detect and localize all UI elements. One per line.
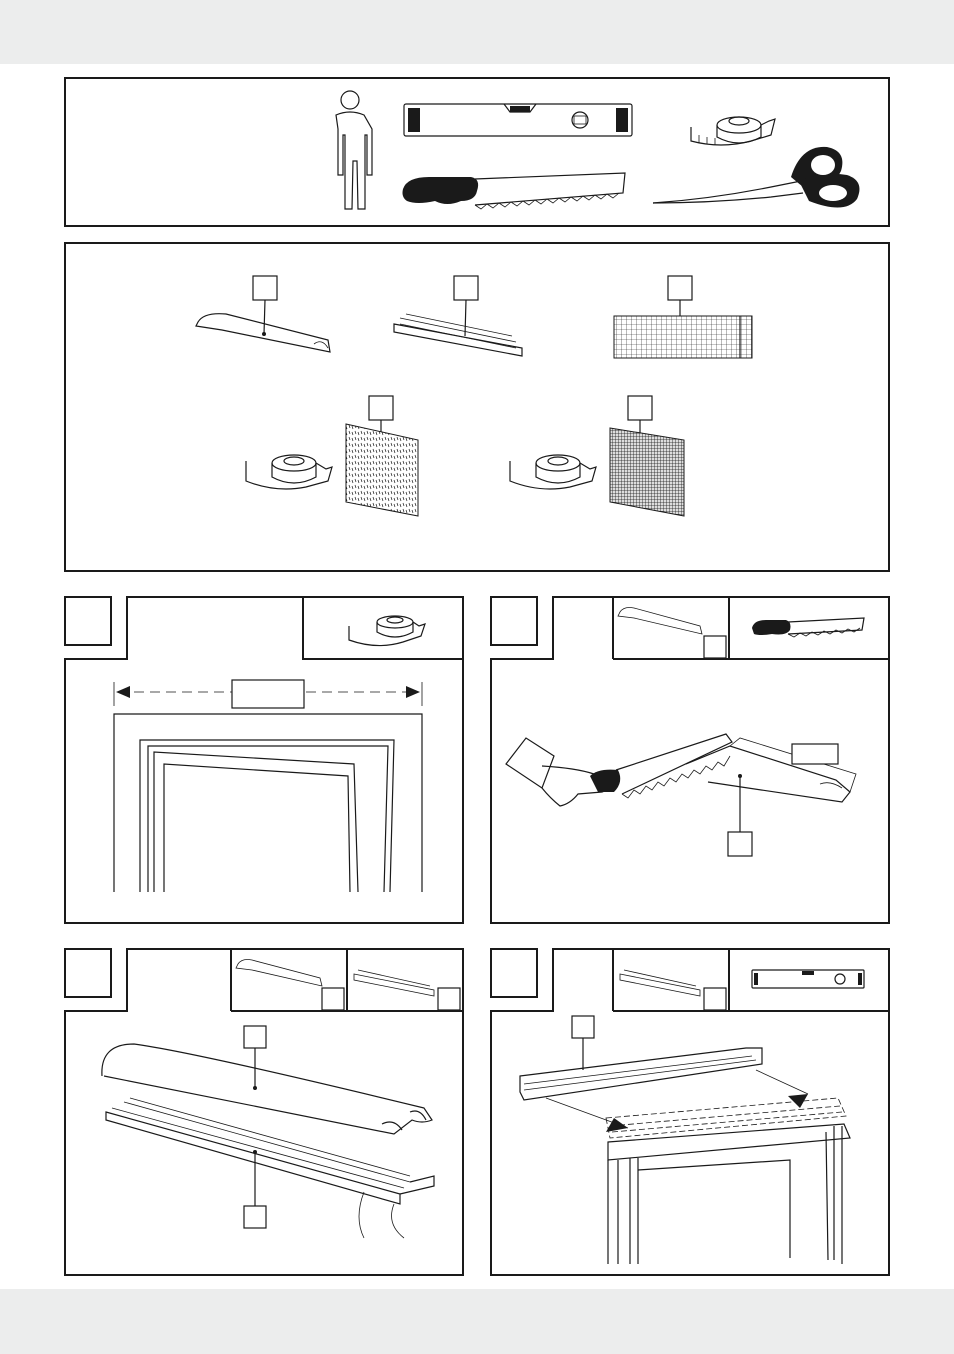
mesh-screen-part: [614, 276, 752, 358]
spirit-level-icon: [404, 104, 632, 136]
mounting-illustration: [520, 1016, 850, 1264]
cutting-illustration: [506, 734, 856, 856]
part-label-box: [454, 276, 478, 300]
door-frame-drawing: [114, 714, 422, 892]
mount-step-panel: [490, 948, 890, 1276]
part-label-box: [628, 396, 652, 420]
cover-profile-part: [196, 276, 330, 352]
measurement-box: [792, 744, 838, 764]
measure-step-panel: [64, 596, 464, 924]
measuring-tape-icon: [691, 117, 775, 145]
base-rail-part: [394, 276, 522, 356]
part-label-box: [244, 1026, 266, 1048]
measuring-tape-icon: [349, 616, 425, 646]
cut-step-panel: [490, 596, 890, 924]
spirit-level-icon: [752, 970, 864, 988]
person-icon: [336, 91, 372, 209]
base-rail-icon: [354, 970, 460, 1010]
measurement-box: [232, 680, 304, 708]
base-rail-icon: [620, 970, 726, 1010]
part-label-box: [253, 276, 277, 300]
step-number-box: [491, 949, 537, 997]
assembly-illustration: [102, 1026, 434, 1238]
cover-profile-icon: [236, 960, 344, 1011]
assemble-step-panel: [64, 948, 464, 1276]
part-label-box: [668, 276, 692, 300]
hook-tape-part: [246, 396, 418, 516]
parts-panel: [64, 242, 890, 572]
saw-icon: [403, 173, 626, 209]
loop-tape-part: [510, 396, 684, 516]
part-label-box: [728, 832, 752, 856]
part-label-box: [369, 396, 393, 420]
saw-icon: [752, 618, 864, 637]
step-number-box: [65, 597, 111, 645]
tools-panel: [64, 77, 890, 227]
step-number-box: [491, 597, 537, 645]
bottom-margin-band: [0, 1289, 954, 1354]
part-label-box: [244, 1206, 266, 1228]
scissors-icon: [653, 147, 859, 208]
cover-profile-icon: [618, 608, 726, 659]
step-number-box: [65, 949, 111, 997]
part-label-box: [572, 1016, 594, 1038]
top-margin-band: [0, 0, 954, 64]
